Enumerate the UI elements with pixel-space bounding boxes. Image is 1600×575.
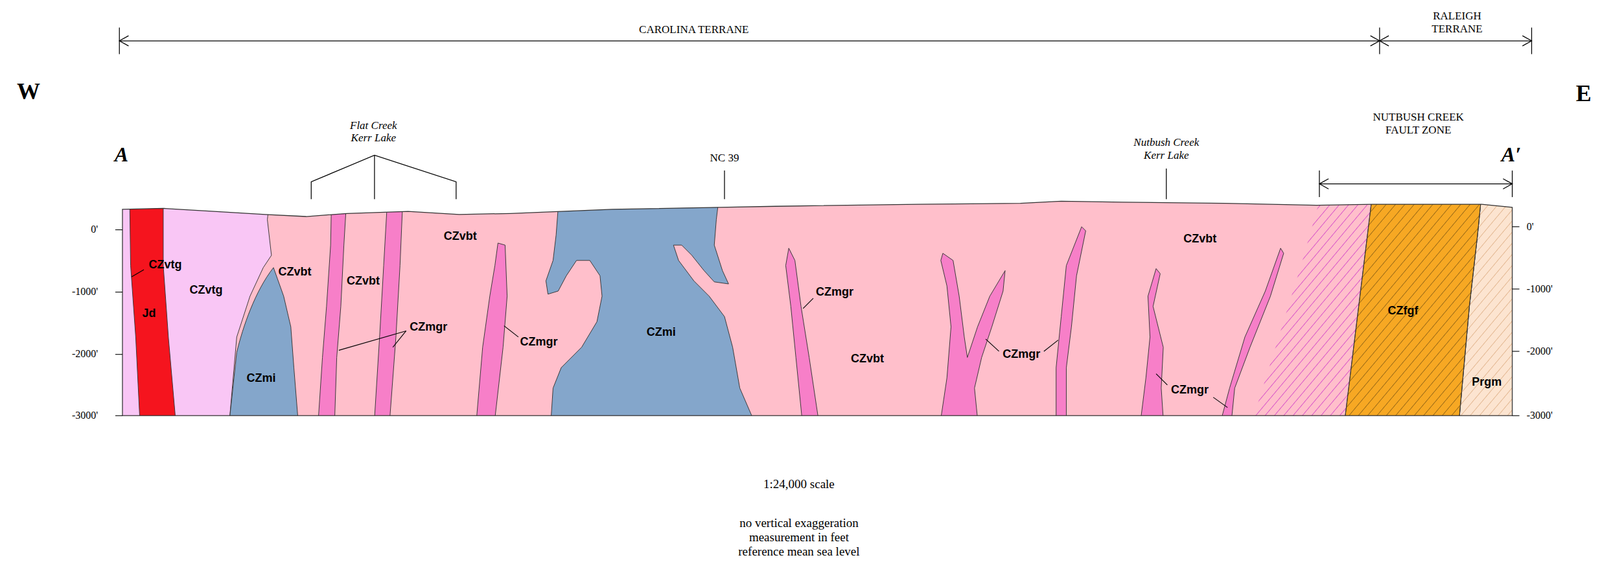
terrane-brackets xyxy=(1379,35,1389,47)
unit-label: CZfgf xyxy=(1388,303,1419,318)
location-markers xyxy=(723,170,725,199)
leader-lines xyxy=(338,330,407,350)
section-end-label: A xyxy=(114,142,129,167)
unit-label: CZvtg xyxy=(189,283,223,297)
unit-label: CZvbt xyxy=(278,265,312,279)
elevation-ticks xyxy=(1512,226,1520,227)
location-markers xyxy=(373,154,375,199)
unit-label: CZmi xyxy=(246,371,277,385)
unit-czmi xyxy=(545,193,754,419)
elevation-ticks xyxy=(1512,415,1520,417)
place-label: Flat Creek Kerr Lake xyxy=(340,119,406,145)
unit-czmgr-dikes xyxy=(476,243,507,419)
elevation-ticks xyxy=(1512,350,1520,352)
unit-label: CZvbt xyxy=(346,274,380,288)
leader-lines xyxy=(802,298,814,309)
location-markers xyxy=(1502,178,1512,190)
elevation-label: -3000' xyxy=(1526,409,1553,422)
terrane-brackets xyxy=(119,35,129,47)
leader-lines xyxy=(504,325,519,337)
unit-label: CZvbt xyxy=(850,351,884,366)
location-markers xyxy=(1319,183,1513,185)
leader-lines xyxy=(131,269,144,277)
direction-label: W xyxy=(16,78,41,105)
unit-czmgr-dikes xyxy=(1140,268,1164,419)
terrane-brackets xyxy=(119,27,1532,55)
leader-lines xyxy=(392,330,406,347)
elevation-label: -1000' xyxy=(1526,283,1553,295)
unit-label: CZmgr xyxy=(1171,382,1209,397)
unit-label: Prgm xyxy=(1471,375,1502,389)
elevation-label: 0' xyxy=(1526,220,1534,233)
elevation-ticks xyxy=(1512,288,1520,290)
place-label: NC 39 xyxy=(710,151,740,165)
elevation-label: -3000' xyxy=(71,409,98,422)
leader-lines xyxy=(1156,373,1168,385)
terrane-brackets xyxy=(1370,35,1380,47)
elevation-label: 0' xyxy=(90,223,98,236)
terrane-brackets xyxy=(1522,35,1532,47)
elevation-label: -2000' xyxy=(71,347,98,360)
unit-label: CZvbt xyxy=(443,229,477,244)
leader-lines xyxy=(1043,340,1059,352)
unit-czmgr-dikes xyxy=(940,253,1006,419)
rock-units xyxy=(112,193,1521,419)
unit-label: CZvbt xyxy=(1183,231,1217,246)
location-markers xyxy=(311,154,457,199)
unit-jd-dike xyxy=(129,193,176,419)
location-markers xyxy=(311,154,1512,199)
leader-lines xyxy=(131,269,1228,408)
unit-label: CZvtg xyxy=(149,257,183,272)
unit-czfgf-hatch xyxy=(1344,193,1482,419)
unit-label: CZmgr xyxy=(1002,347,1041,361)
location-markers xyxy=(1165,168,1167,199)
unit-label: CZmgr xyxy=(519,335,558,349)
leader-lines xyxy=(985,338,999,352)
unit-label: CZmgr xyxy=(815,285,854,299)
leader-lines xyxy=(1213,397,1228,408)
elevation-label: -1000' xyxy=(71,285,98,298)
unit-czmi xyxy=(229,267,298,419)
unit-czfgf xyxy=(1344,193,1482,419)
fault-zone-label: NUTBUSH CREEK FAULT ZONE xyxy=(1366,110,1471,137)
elevation-ticks xyxy=(115,353,123,355)
unit-label: CZmgr xyxy=(409,320,448,334)
unit-czmgr-dikes xyxy=(318,193,1284,419)
elevation-ticks xyxy=(115,291,123,293)
section-end-label: A′ xyxy=(1501,142,1521,167)
location-markers xyxy=(1319,178,1329,190)
unit-czmgr-dikes xyxy=(318,193,347,419)
elevation-ticks xyxy=(115,415,123,417)
scale-label: 1:24,000 scale xyxy=(763,476,835,492)
elevation-label: -2000' xyxy=(1526,345,1553,358)
unit-czmgr-dikes xyxy=(785,248,818,419)
elevation-ticks xyxy=(115,229,123,231)
elevation-ticks xyxy=(115,226,1520,416)
unit-label: Jd xyxy=(141,306,156,321)
terrane-label: RALEIGH TERRANE xyxy=(1426,9,1488,35)
caption-note: no vertical exaggeration measurement in … xyxy=(729,515,869,559)
direction-label: E xyxy=(1576,80,1592,107)
section-outline xyxy=(122,200,1513,416)
terrane-brackets xyxy=(119,40,1532,41)
terrane-label: CAROLINA TERRANE xyxy=(638,23,749,37)
section-outline xyxy=(122,200,1513,416)
unit-czmgr-dikes xyxy=(374,193,404,419)
unit-czmgr-dikes xyxy=(1056,226,1087,419)
place-label: Nutbush Creek Kerr Lake xyxy=(1125,136,1207,162)
unit-label: CZmi xyxy=(646,325,676,339)
